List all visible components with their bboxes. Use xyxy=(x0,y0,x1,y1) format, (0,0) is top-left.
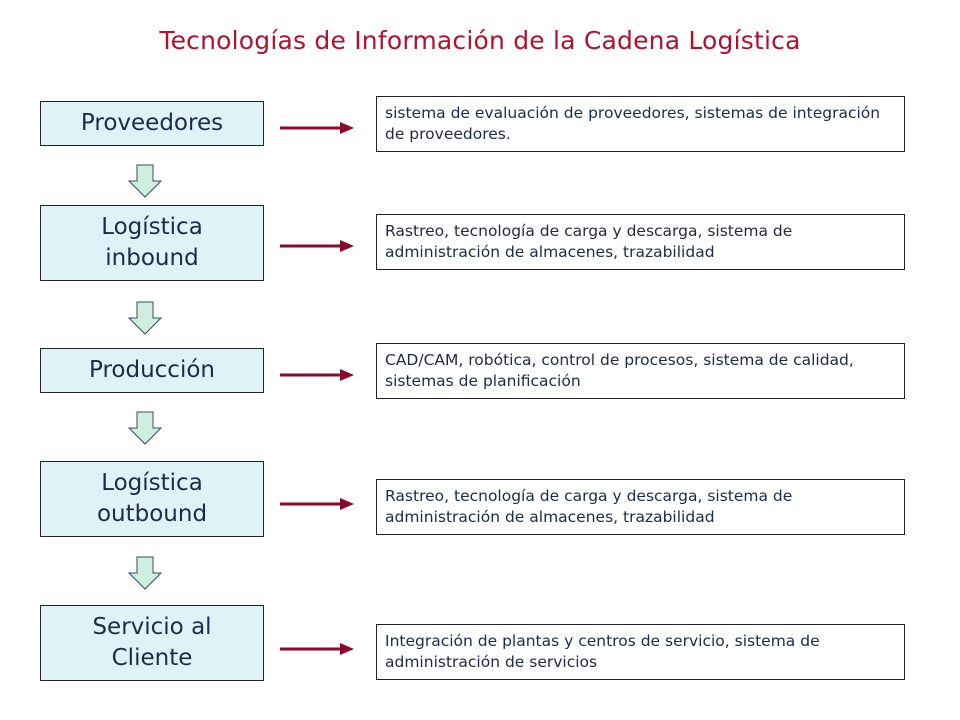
right-arrow-icon xyxy=(280,643,354,655)
diagram-title: Tecnologías de Información de la Cadena … xyxy=(159,26,801,55)
technology-text: Rastreo, tecnología de carga y descarga,… xyxy=(385,487,793,526)
technology-text: Integración de plantas y centros de serv… xyxy=(385,632,820,671)
technology-text: CAD/CAM, robótica, control de procesos, … xyxy=(385,351,854,390)
stage-box-servicio-al-cliente: Servicio al Cliente xyxy=(40,605,264,681)
right-arrow-icon xyxy=(280,369,354,381)
technology-box-logistica-inbound: Rastreo, tecnología de carga y descarga,… xyxy=(376,214,905,270)
down-arrow-icon xyxy=(128,301,162,335)
technology-box-proveedores: sistema de evaluación de proveedores, si… xyxy=(376,96,905,152)
technology-box-produccion: CAD/CAM, robótica, control de procesos, … xyxy=(376,343,905,399)
stage-box-produccion: Producción xyxy=(40,348,264,393)
stage-box-proveedores: Proveedores xyxy=(40,101,264,146)
down-arrow-icon xyxy=(128,556,162,590)
technology-box-logistica-outbound: Rastreo, tecnología de carga y descarga,… xyxy=(376,479,905,535)
technology-text: Rastreo, tecnología de carga y descarga,… xyxy=(385,222,793,261)
technology-text: sistema de evaluación de proveedores, si… xyxy=(385,104,881,143)
down-arrow-icon xyxy=(128,411,162,445)
stage-box-logistica-inbound: Logística inbound xyxy=(40,205,264,281)
down-arrow-icon xyxy=(128,164,162,198)
right-arrow-icon xyxy=(280,240,354,252)
right-arrow-icon xyxy=(280,122,354,134)
stage-box-logistica-outbound: Logística outbound xyxy=(40,461,264,537)
technology-box-servicio-al-cliente: Integración de plantas y centros de serv… xyxy=(376,624,905,680)
right-arrow-icon xyxy=(280,498,354,510)
